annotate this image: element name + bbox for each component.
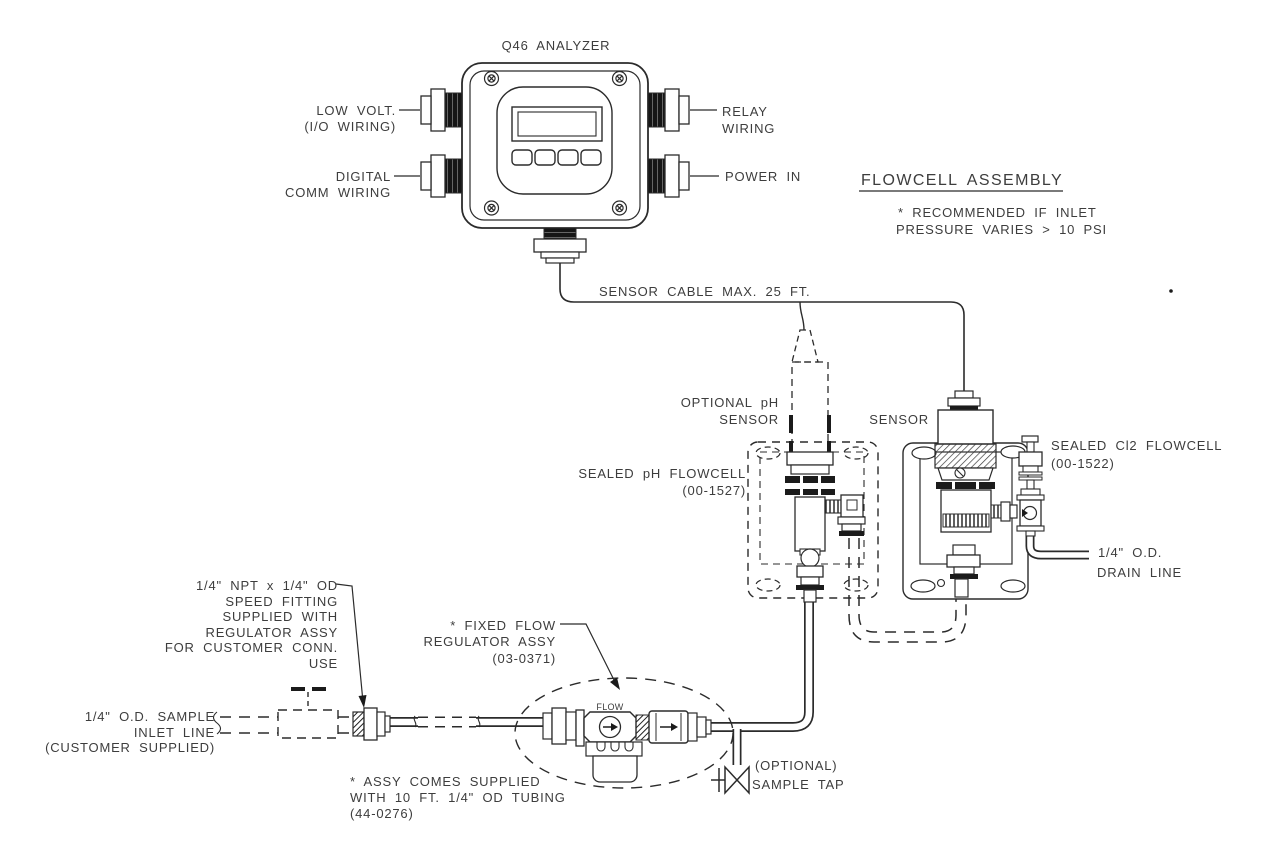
cl2-flowcell-label-2: (00-1522) [1051,456,1115,471]
sample-tap-label-2: SAMPLE TAP [752,777,844,792]
speed-fitting-note-5: FOR CUSTOMER CONN. [165,640,338,655]
lcd-display [517,111,597,137]
label-low-volt-1: LOW VOLT. [316,103,396,118]
flowcell-interconnect-tube [848,538,967,643]
inlet-label-3: (CUSTOMER SUPPLIED) [45,740,215,755]
label-digital-2: COMM WIRING [285,185,391,200]
sample-tap-valve [711,765,750,795]
label-power-in: POWER IN [725,169,801,184]
assy-note-3: (44-0276) [350,806,414,821]
label-digital-1: DIGITAL [336,169,391,184]
cable-gland-relay [647,88,690,132]
cl2-flowcell-label-1: SEALED Cl2 FLOWCELL [1051,438,1222,453]
flow-regulator [542,707,712,783]
drain-line-label-2: DRAIN LINE [1097,565,1182,580]
regulator-note-3: (03-0371) [492,651,556,666]
sensor-cable-label: SENSOR CABLE MAX. 25 FT. [599,284,810,299]
cl2-sensor-assembly [934,390,1018,598]
flowcell-note-2: PRESSURE VARIES > 10 PSI [896,222,1107,237]
ph-sensor-assembly [785,329,866,603]
inlet-tee-mark [291,687,305,691]
tube-break-mark [477,715,481,728]
ph-sensor-label-1: OPTIONAL pH [681,395,779,410]
cl2-sensor-label: SENSOR [869,412,929,427]
label-relay-1: RELAY [722,104,768,119]
speed-fitting-note-2: SPEED FITTING [225,594,338,609]
q46-analyzer [394,62,719,264]
ph-sensor-cable-branch [799,301,805,331]
filter-collar [585,741,643,757]
keypad-buttons [511,149,602,166]
speed-fitting-note-4: REGULATOR ASSY [206,625,338,640]
ph-flowcell-label-1: SEALED pH FLOWCELL [578,466,746,481]
ph-sensor-label-2: SENSOR [719,412,779,427]
fixed-flow-leader [560,623,620,690]
flow-tag: FLOW [596,702,623,712]
speed-fitting-note-1: 1/4" NPT x 1/4" OD [196,578,338,593]
cl2-outlet-valve-column [1016,435,1045,537]
outlet-tube [711,600,814,732]
speed-fitting [352,707,391,741]
flowcell-note-1: * RECOMMENDED IF INLET [898,205,1097,220]
speed-fitting-leader [335,583,367,708]
regulator-note-2: REGULATOR ASSY [424,634,556,649]
filter-bowl [592,755,638,783]
sample-tap-label-1: (OPTIONAL) [755,758,837,773]
regulator-note-1: * FIXED FLOW [450,618,556,633]
speed-fitting-note-6: USE [309,656,338,671]
inlet-label-2: INLET LINE [134,725,215,740]
cl2-sensor-threads [934,443,997,469]
label-relay-2: WIRING [722,121,775,136]
sensor-cable [559,263,965,392]
cable-gland-low-volt [420,88,463,132]
tube-break-mark [413,715,417,728]
cable-gland-sensor [533,227,587,264]
cable-gland-digital [420,154,463,198]
analyzer-title: Q46 ANALYZER [502,38,611,53]
ph-cell-body [794,496,826,552]
drain-line-label-1: 1/4" O.D. [1098,545,1162,560]
screw-icon [483,70,628,216]
regulator-assembly-bubble [514,677,734,789]
speed-fitting-note-3: SUPPLIED WITH [222,609,338,624]
ph-sensor-connector [791,329,819,363]
inlet-label-1: 1/4" O.D. SAMPLE [85,709,215,724]
assy-note-1: * ASSY COMES SUPPLIED [350,774,540,789]
assy-note-2: WITH 10 FT. 1/4" OD TUBING [350,790,566,805]
inlet-tee-mark [312,687,326,691]
cable-gland-power [647,154,690,198]
customer-inlet-line [212,687,352,739]
label-low-volt-2: (I/O WIRING) [304,119,396,134]
cl2-sensor-body [937,409,994,445]
ph-flowcell-label-2: (00-1527) [682,483,746,498]
flowcell-assembly-heading: FLOWCELL ASSEMBLY [861,172,1063,189]
stray-dot [1169,289,1173,293]
ph-sensor-body [791,361,829,459]
